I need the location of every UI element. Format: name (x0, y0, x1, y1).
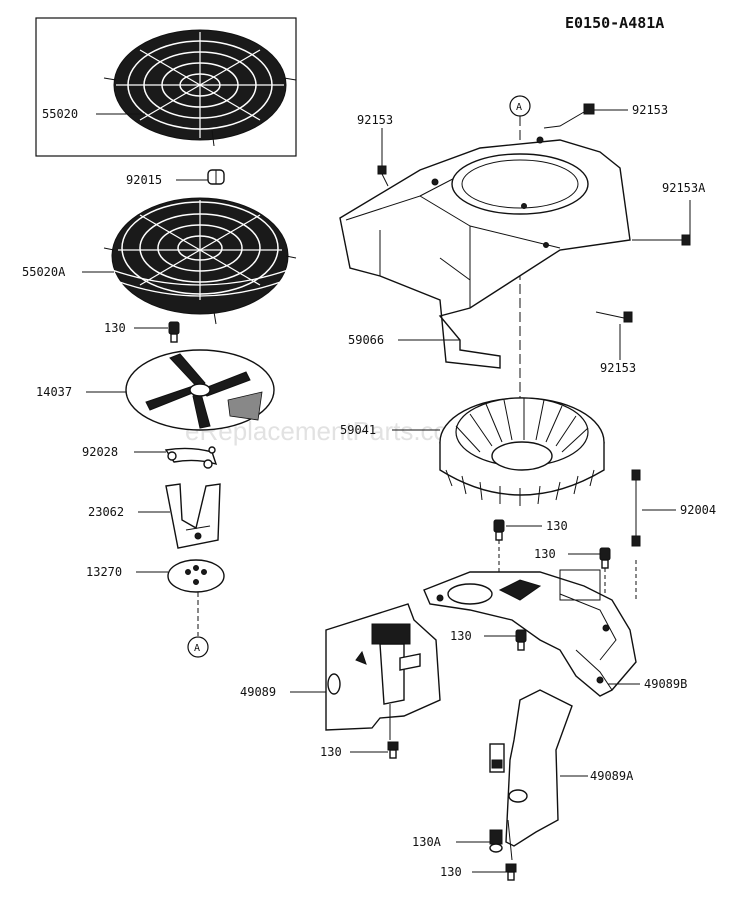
stud-92004[interactable] (631, 469, 641, 547)
baffle-49089B[interactable] (423, 569, 637, 697)
label-92153A: 92153A (662, 181, 706, 195)
bolt-130-c[interactable] (515, 629, 527, 651)
label-23062: 23062 (88, 505, 124, 519)
label-13270: 13270 (86, 565, 122, 579)
plate-13270[interactable] (167, 559, 225, 593)
spacer-92028[interactable] (164, 446, 218, 469)
label-92015: 92015 (126, 173, 162, 187)
bolt-92153-top[interactable] (543, 103, 595, 129)
label-92153-left: 92153 (357, 113, 393, 127)
inset-box (35, 17, 297, 157)
bolt-92153A[interactable] (632, 234, 691, 246)
label-130-d: 130 (320, 745, 342, 759)
ref-marker-a-bottom (187, 636, 209, 658)
shroud-59066[interactable] (339, 136, 631, 369)
diagram-code: E0150-A481A (565, 14, 664, 32)
label-130-fan: 130 (104, 321, 126, 335)
bolt-92153-left[interactable] (377, 165, 389, 187)
bracket-23062[interactable] (165, 483, 221, 549)
label-55020A: 55020A (22, 265, 66, 279)
bolt-130-b[interactable] (599, 547, 611, 569)
label-130-c: 130 (450, 629, 472, 643)
label-49089: 49089 (240, 685, 276, 699)
baffle-49089[interactable] (325, 603, 441, 740)
ref-label-a-top: A (516, 102, 522, 113)
label-59066: 59066 (348, 333, 384, 347)
fan-guard-55020[interactable] (103, 29, 297, 147)
label-130-e: 130 (440, 865, 462, 879)
label-130-a: 130 (546, 519, 568, 533)
label-59041: 59041 (340, 423, 376, 437)
label-49089A: 49089A (590, 769, 634, 783)
ref-label-a-bottom: A (194, 643, 200, 654)
label-92004: 92004 (680, 503, 716, 517)
fan-guard-55020A[interactable] (103, 197, 297, 325)
bolt-130-fan[interactable] (168, 321, 180, 343)
nut-92015[interactable] (207, 169, 225, 185)
label-92153-right: 92153 (600, 361, 636, 375)
label-130-b: 130 (534, 547, 556, 561)
bolt-130-e[interactable] (505, 863, 517, 881)
label-130A: 130A (412, 835, 442, 849)
label-92153-top: 92153 (632, 103, 668, 117)
bolt-130A[interactable] (489, 829, 503, 853)
label-14037: 14037 (36, 385, 72, 399)
fan-14037[interactable] (125, 349, 275, 431)
label-49089B: 49089B (644, 677, 687, 691)
label-92028: 92028 (82, 445, 118, 459)
bolt-130-d[interactable] (387, 741, 399, 759)
flywheel-59041[interactable] (439, 397, 605, 506)
bolt-92153-right[interactable] (595, 311, 633, 323)
bolt-130-a[interactable] (493, 519, 505, 541)
baffle-49089A[interactable] (489, 689, 573, 861)
label-55020: 55020 (42, 107, 78, 121)
